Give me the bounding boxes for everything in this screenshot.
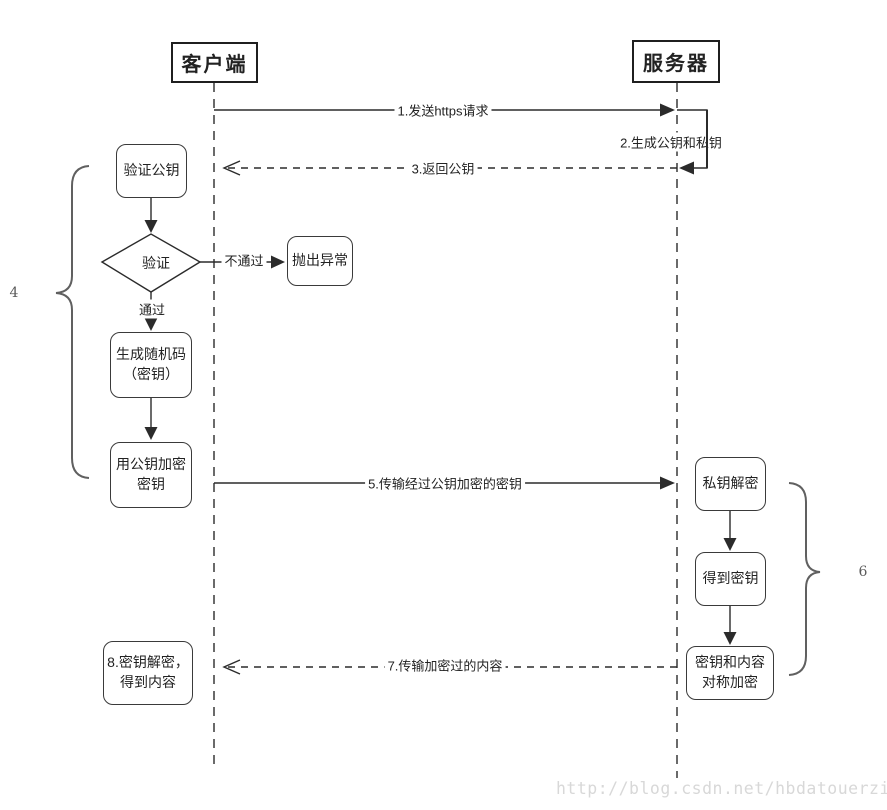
node-final-decrypt-line2: 得到内容 (120, 674, 176, 690)
decision-diamond (100, 233, 202, 293)
message-1-arrowhead (660, 103, 675, 117)
right-brace (788, 482, 821, 676)
node-throw-exception-label: 抛出异常 (292, 252, 348, 269)
arrowhead-getkey-to-symencrypt (723, 632, 737, 645)
message-3-label: 3.返回公钥 (408, 158, 478, 178)
node-throw-exception: 抛出异常 (287, 236, 353, 286)
node-encrypt-key-with-pubkey: 用公钥加密 密钥 (110, 442, 192, 508)
left-brace (55, 165, 90, 479)
node-get-key-label: 得到密钥 (702, 570, 759, 587)
actor-server: 服务器 (632, 40, 720, 83)
node-privkey-decrypt: 私钥解密 (695, 457, 766, 511)
arrowhead-decision-to-exception (271, 255, 285, 269)
watermark-url: http://blog.csdn.net/hbdatouerzi (556, 779, 887, 798)
node-symmetric-encrypt: 密钥和内容 对称加密 (686, 646, 774, 700)
message-1-label: 1.发送https请求 (394, 100, 492, 120)
node-final-decrypt-content: 8.密钥解密， 得到内容 (103, 641, 193, 705)
node-generate-random-key: 生成随机码 （密钥） (110, 332, 192, 398)
node-encrypt-key-line1: 用公钥加密 (116, 456, 186, 473)
node-verify-pubkey-label: 验证公钥 (123, 162, 180, 179)
node-final-decrypt-line1: 8.密钥解密， (107, 654, 189, 671)
right-brace-label: 6 (858, 564, 868, 580)
left-brace-label: 4 (9, 285, 19, 301)
node-get-key: 得到密钥 (695, 552, 766, 606)
node-privkey-decrypt-label: 私钥解密 (702, 475, 759, 492)
node-encrypt-key-line2: 密钥 (137, 476, 165, 492)
node-generate-random-key-line2: （密钥） (123, 366, 179, 382)
node-generate-random-key-line1: 生成随机码 (116, 346, 186, 363)
node-symmetric-encrypt-line2: 对称加密 (702, 674, 758, 690)
message-7-open-arrowhead (222, 659, 241, 675)
arrowhead-decision-to-random (144, 318, 158, 331)
decision-fail-label: 不通过 (221, 250, 267, 270)
node-symmetric-encrypt-line1: 密钥和内容 (695, 654, 765, 671)
message-5-arrowhead (660, 476, 675, 490)
message-7-label: 7.传输加密过的内容 (384, 655, 506, 675)
decision-label: 验证 (142, 255, 170, 271)
server-selfloop-arrowhead (679, 161, 694, 175)
node-verify-pubkey: 验证公钥 (116, 144, 187, 198)
arrowhead-verify-to-decision (144, 220, 158, 233)
message-2-label: 2.生成公钥和私钥 (617, 132, 725, 152)
selfloop-line-segment (706, 110, 708, 168)
arrowhead-decrypt-to-getkey (723, 538, 737, 551)
message-3-open-arrowhead (222, 160, 241, 176)
decision-pass-label: 通过 (135, 299, 169, 319)
message-5-label: 5.传输经过公钥加密的密钥 (365, 473, 525, 493)
actor-client: 客户端 (171, 42, 258, 83)
arrowhead-random-to-encrypt (144, 427, 158, 440)
